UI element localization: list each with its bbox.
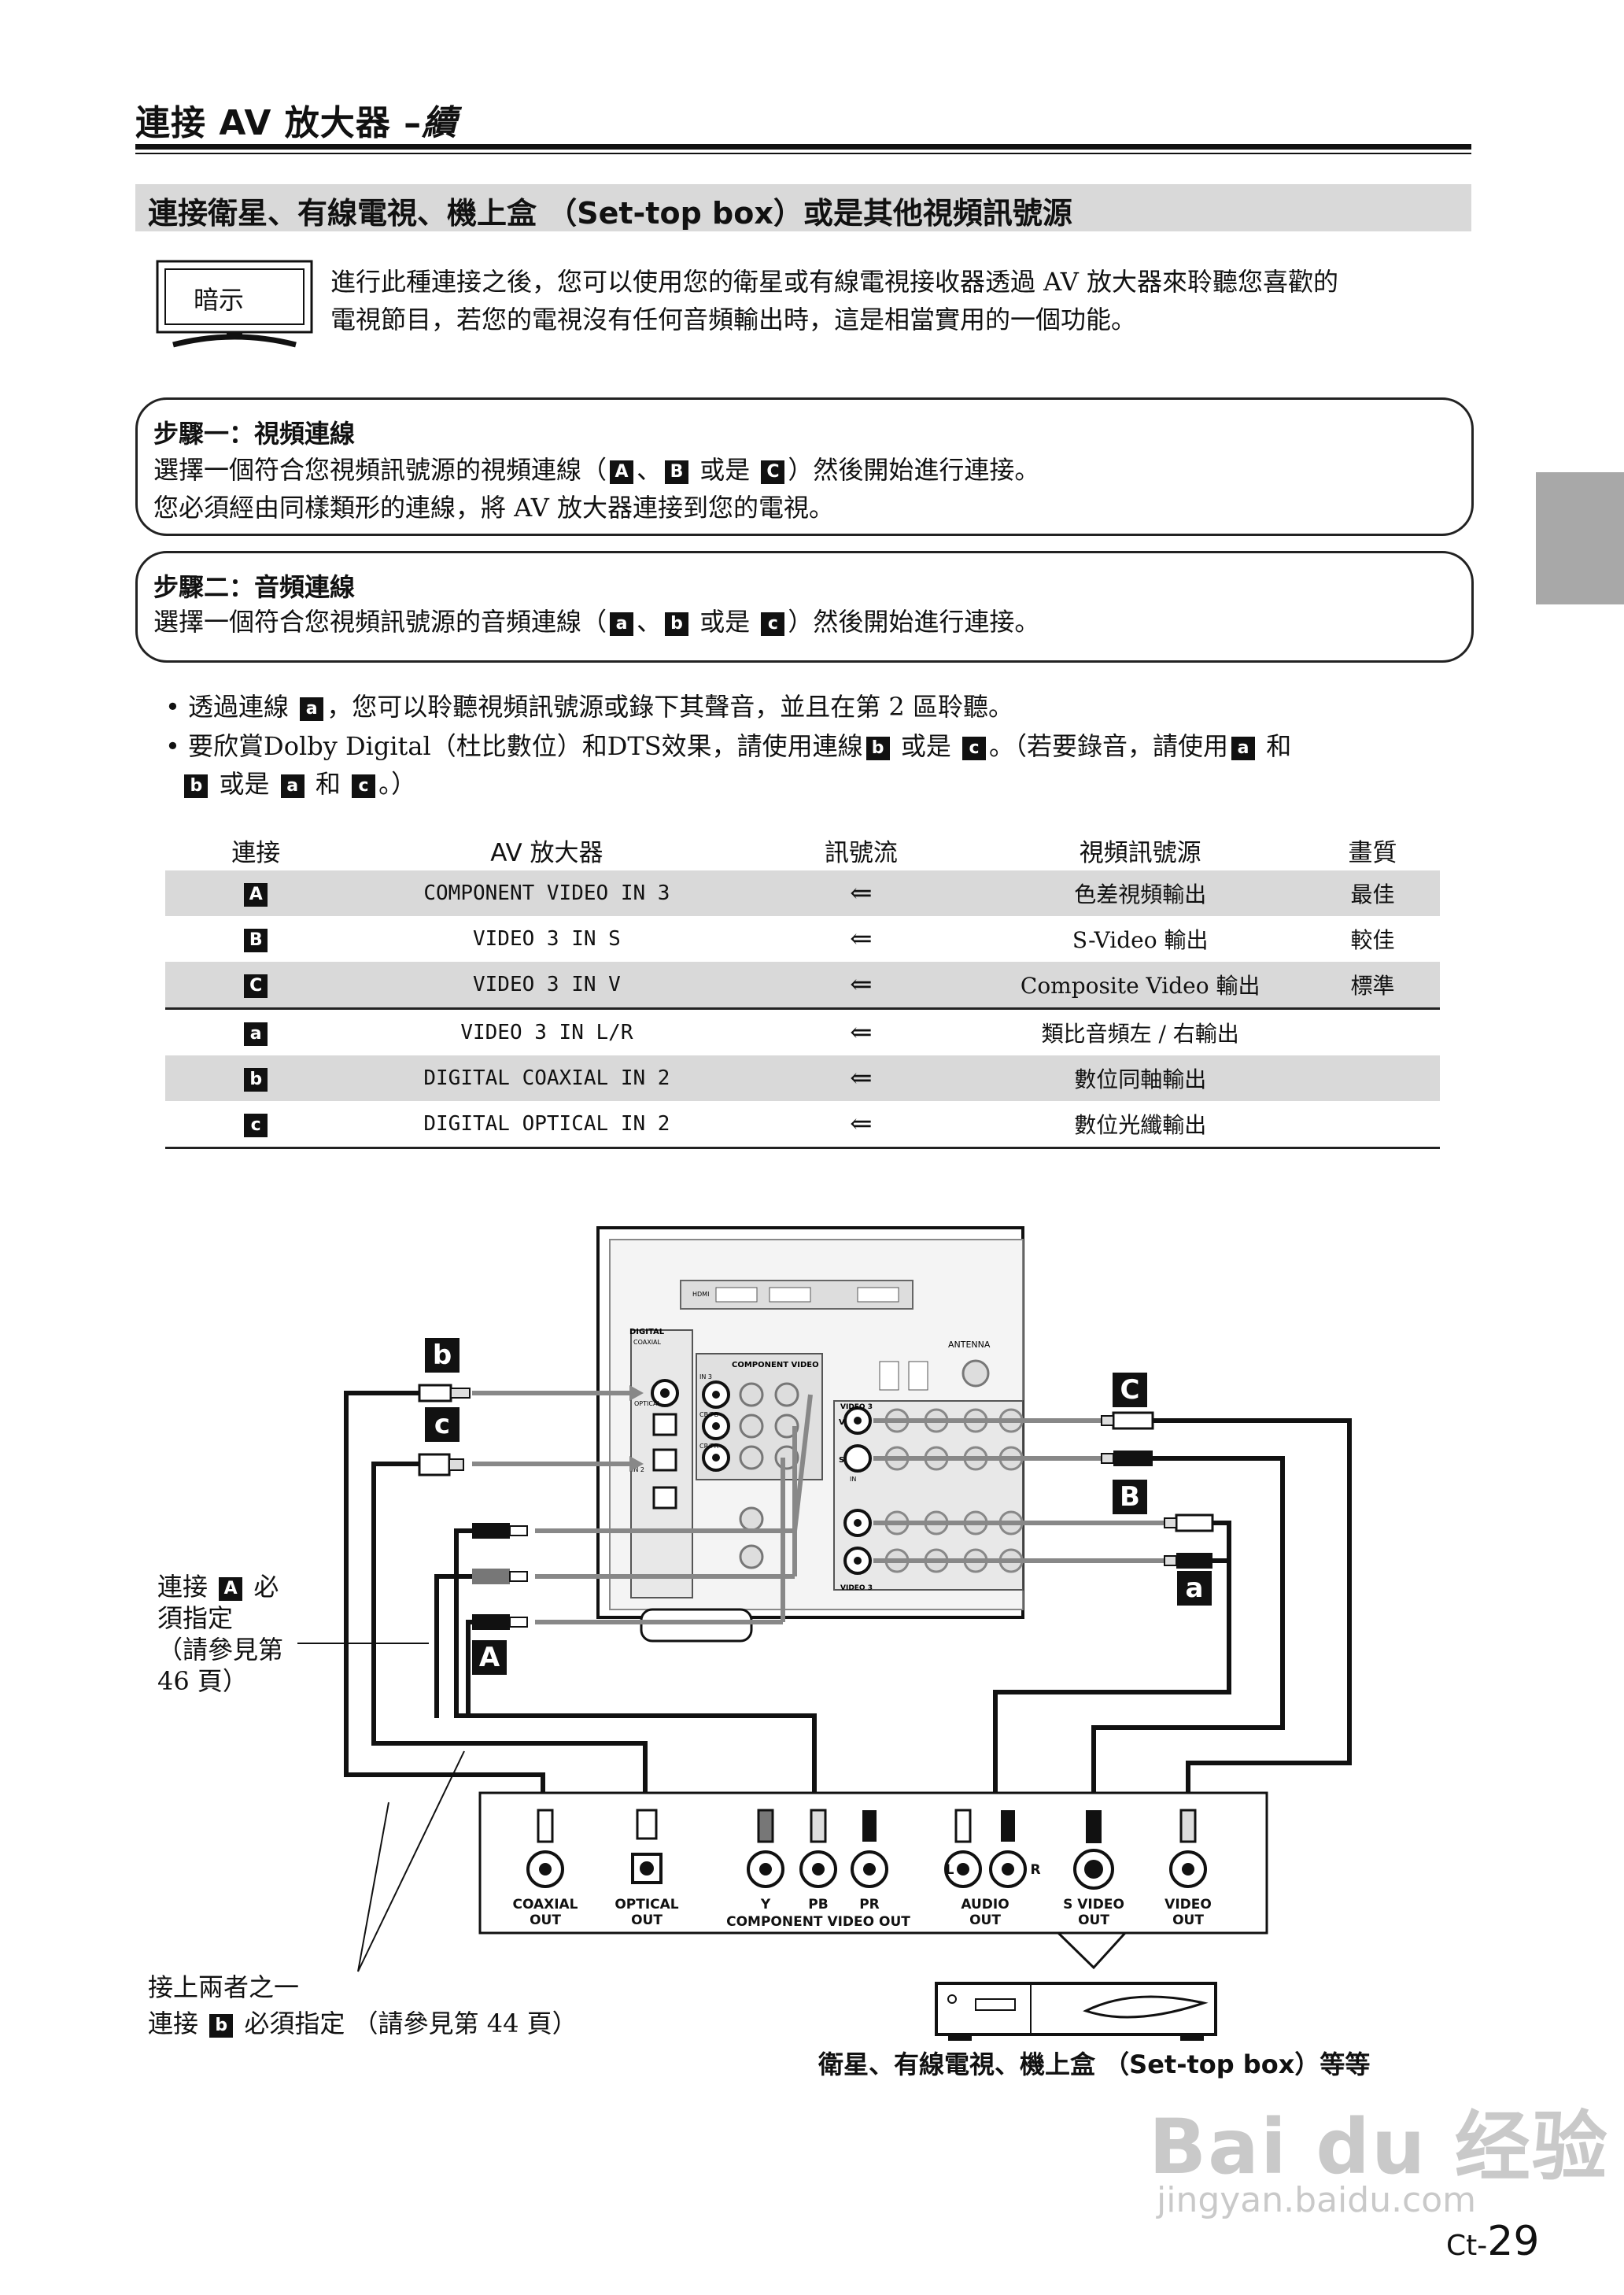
badge-c: c	[962, 737, 986, 760]
hint-text-line1: 進行此種連接之後，您可以使用您的衛星或有線電視接收器透過 AV 放大器來聆聽您喜…	[330, 263, 1463, 301]
diagram-badge-C: C	[1113, 1373, 1147, 1407]
diagram-badge-c: c	[425, 1407, 460, 1442]
table-header: AV 放大器	[346, 830, 747, 870]
label-component-video: COMPONENT VIDEO	[732, 1361, 819, 1369]
badge-a: a	[1231, 737, 1255, 760]
bullet-1: • 透過連線 a，您可以聆聽視頻訊號源或錄下其聲音，並且在第 2 區聆聽。	[165, 688, 1013, 726]
step1-title: 步驟一：視頻連線	[153, 414, 355, 450]
badge-b: b	[866, 737, 890, 760]
badge-C: C	[244, 974, 268, 998]
audio-out-label: AUDIOOUT	[946, 1897, 1024, 1928]
label-video3: VIDEO 3	[840, 1403, 873, 1411]
step2-line1: 選擇一個符合您視頻訊號源的音頻連線（a、b 或是 c）然後開始進行連接。	[153, 602, 1039, 638]
label-in: IN	[850, 1476, 856, 1483]
audio-l-label: L	[942, 1862, 958, 1878]
page-title: 連接 AV 放大器 –續	[135, 94, 457, 145]
section-heading: 連接衛星、有線電視、機上盒 （Set-top box）或是其他視頻訊號源	[148, 189, 1072, 232]
badge-a: a	[300, 697, 323, 721]
table-header-row: 連接 AV 放大器 訊號流 視頻訊號源 畫質	[165, 830, 1440, 870]
table-row: b DIGITAL COAXIAL IN 2 ⇐ 數位同軸輸出	[165, 1055, 1440, 1101]
page-title-main: 連接 AV 放大器 –	[135, 103, 422, 143]
step1-line2: 您必須經由同樣類形的連線，將 AV 放大器連接到您的電視。	[153, 488, 834, 524]
table-row: A COMPONENT VIDEO IN 3 ⇐ 色差視頻輸出 最佳	[165, 870, 1440, 916]
pb-label: PB	[803, 1897, 834, 1913]
baidu-watermark-url: jingyan.baidu.com	[1157, 2180, 1476, 2220]
badge-c: c	[352, 774, 375, 798]
hint-text-line2: 電視節目，若您的電視沒有任何音頻輸出時，這是相當實用的一個功能。	[330, 301, 1463, 338]
table-row: a VIDEO 3 IN L/R ⇐ 類比音頻左 / 右輸出	[165, 1009, 1440, 1056]
baidu-watermark: Bai du 经验	[1149, 2086, 1609, 2195]
source-plugs	[538, 1810, 1195, 1843]
label-v: V	[839, 1418, 845, 1427]
badge-a: a	[610, 612, 633, 636]
chapter-side-tab	[1536, 472, 1624, 604]
badge-a: a	[244, 1022, 268, 1046]
step2-title: 步驟二：音頻連線	[153, 567, 355, 604]
label-crpr: CR/PR	[699, 1443, 719, 1450]
table-header: 連接	[165, 830, 346, 870]
badge-b: b	[244, 1068, 268, 1092]
badge-c: c	[761, 612, 784, 636]
label-in3: IN 3	[699, 1373, 712, 1380]
step1-line1: 選擇一個符合您視頻訊號源的視頻連線（A、B 或是 C）然後開始進行連接。	[153, 450, 1039, 486]
label-video3-bottom: VIDEO 3	[840, 1584, 873, 1592]
badge-A: A	[610, 460, 633, 484]
badge-b: b	[209, 2014, 233, 2038]
label-cbpb: CB/PB	[699, 1411, 718, 1418]
header-rule-thick	[135, 144, 1471, 150]
badge-b: b	[184, 774, 208, 798]
satellite-receiver-device	[936, 1983, 1216, 2041]
hint-text: 進行此種連接之後，您可以使用您的衛星或有線電視接收器透過 AV 放大器來聆聽您喜…	[330, 263, 1463, 338]
label-hdmi: HDMI	[692, 1291, 709, 1298]
hint-icon-label: 暗示	[194, 280, 244, 316]
connection-table: 連接 AV 放大器 訊號流 視頻訊號源 畫質 A COMPONENT VIDEO…	[165, 830, 1440, 1149]
label-optical: OPTICAL	[634, 1400, 661, 1407]
device-caption: 衛星、有線電視、機上盒 （Set-top box）等等	[818, 2045, 1370, 2081]
page-title-continued: 續	[422, 103, 457, 143]
badge-c: c	[244, 1114, 268, 1137]
label-s: S	[839, 1456, 844, 1465]
table-row: B VIDEO 3 IN S ⇐ S-Video 輸出 較佳	[165, 916, 1440, 962]
label-digital: DIGITAL	[629, 1328, 665, 1336]
step1-box: 步驟一：視頻連線 選擇一個符合您視頻訊號源的視頻連線（A、B 或是 C）然後開始…	[135, 397, 1474, 536]
note-either-one: 接上兩者之一	[148, 1972, 299, 2003]
step2-box: 步驟二：音頻連線 選擇一個符合您視頻訊號源的音頻連線（a、b 或是 c）然後開始…	[135, 551, 1474, 663]
component-video-out-label: COMPONENT VIDEO OUT	[720, 1914, 917, 1930]
badge-B: B	[665, 460, 688, 484]
note-connection-b: 連接 b 必須指定 （請參見第 44 頁）	[148, 2008, 578, 2039]
av-receiver-rear-panel: DIGITAL COAXIAL OPTICAL COMPONENT VIDEO …	[598, 1228, 1023, 1641]
table-row: C VIDEO 3 IN V ⇐ Composite Video 輸出 標準	[165, 962, 1440, 1009]
label-antenna: ANTENNA	[948, 1340, 991, 1350]
badge-a: a	[281, 774, 304, 798]
badge-b: b	[665, 612, 688, 636]
y-label: Y	[750, 1897, 781, 1913]
note-connection-A: 連接 A 必 須指定 （請參見第 46 頁）	[157, 1571, 283, 1697]
badge-B: B	[244, 929, 268, 952]
diagram-badge-a: a	[1177, 1571, 1212, 1606]
table-header: 畫質	[1305, 830, 1440, 870]
badge-A: A	[219, 1577, 242, 1601]
table-header: 訊號流	[747, 830, 975, 870]
pr-label: PR	[854, 1897, 885, 1913]
diagram-badge-A: A	[472, 1640, 507, 1675]
badge-A: A	[244, 883, 268, 907]
label-coaxial: COAXIAL	[633, 1339, 662, 1346]
badge-C: C	[761, 460, 784, 484]
diagram-badge-B: B	[1113, 1480, 1147, 1514]
diagram-badge-b: b	[425, 1338, 460, 1373]
page-number: Ct-29	[1446, 2218, 1539, 2265]
table-row: c DIGITAL OPTICAL IN 2 ⇐ 數位光纖輸出	[165, 1101, 1440, 1148]
header-rule-thin	[135, 153, 1471, 154]
audio-r-label: R	[1028, 1862, 1043, 1878]
table-header: 視頻訊號源	[975, 830, 1305, 870]
